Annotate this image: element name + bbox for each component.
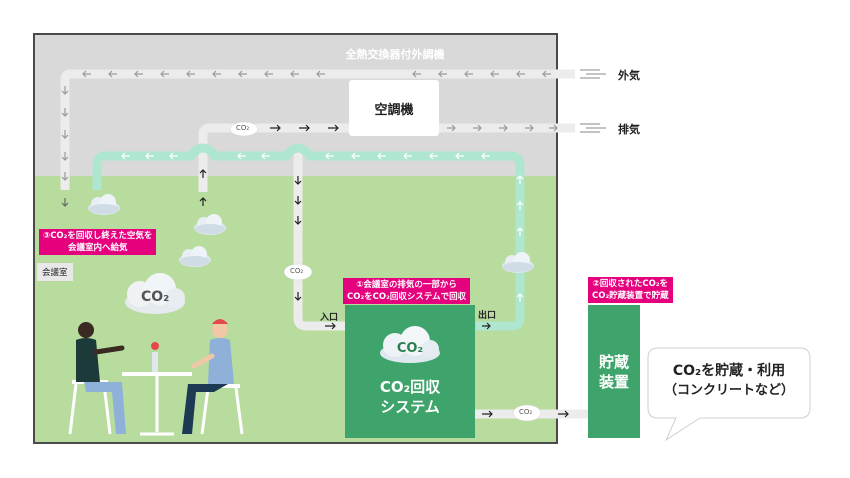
air-conditioner-label: 空調機 <box>374 99 413 118</box>
callout-1: ①会議室の排気の一部から CO₂をCO₂回収システムで回収 <box>343 278 470 304</box>
inlet-label: 入口 <box>320 310 338 323</box>
co2-label-mid: CO₂ <box>290 267 303 275</box>
callout-1-line1: ①会議室の排気の一部から <box>347 279 466 291</box>
co2-capture-cloud <box>345 305 475 365</box>
co2-label-bottom: CO₂ <box>519 408 532 416</box>
co2-label-room: CO₂ <box>141 289 169 305</box>
room-label: 会議室 <box>37 263 73 281</box>
capture-inlet-pipe <box>298 150 345 326</box>
outside-air-label: 外気 <box>618 67 640 83</box>
outlet-label: 出口 <box>478 308 496 321</box>
callout-3: ③CO₂を回収し終えた空気を 会議室内へ給気 <box>39 229 156 255</box>
callout-2-line1: ②回収されたCO₂を <box>592 278 669 290</box>
callout-1-line2: CO₂をCO₂回収システムで回収 <box>347 291 466 303</box>
co2-capture-cloud-text: CO₂ <box>345 341 475 356</box>
callout-3-line2: 会議室内へ給気 <box>43 242 152 254</box>
callout-3-line1: ③CO₂を回収し終えた空気を <box>43 230 152 242</box>
callout-2: ②回収されたCO₂を CO₂貯蔵装置で貯蔵 <box>588 277 673 303</box>
storage-label-line1: 貯蔵 <box>599 352 629 372</box>
co2-storage-unit: 貯蔵 装置 <box>588 305 640 438</box>
co2-capture-system: CO₂ CO₂回収 システム <box>345 305 475 438</box>
air-conditioner-box: 空調機 <box>349 80 439 136</box>
storage-label-line2: 装置 <box>599 372 629 392</box>
usage-line1: CO₂を貯蔵・利用 <box>650 361 808 381</box>
co2-label-top: CO₂ <box>236 124 249 132</box>
usage-line2: （コンクリートなど） <box>650 381 808 401</box>
heat-exchanger-title: 全熱交換器付外調機 <box>330 46 460 62</box>
exhaust-label: 排気 <box>618 121 640 137</box>
airflow-lines <box>580 70 606 132</box>
callout-2-line2: CO₂貯蔵装置で貯蔵 <box>592 290 669 302</box>
cloud <box>179 246 211 267</box>
meeting-people-illustration <box>70 319 242 434</box>
co2-capture-subtitle: システム <box>345 397 475 417</box>
co2-capture-title: CO₂回収 <box>345 377 475 397</box>
cloud <box>502 252 534 273</box>
cloud <box>88 194 120 215</box>
outside-air-arrows <box>62 71 551 206</box>
usage-bubble-text: CO₂を貯蔵・利用 （コンクリートなど） <box>650 361 808 401</box>
cloud <box>194 214 226 235</box>
